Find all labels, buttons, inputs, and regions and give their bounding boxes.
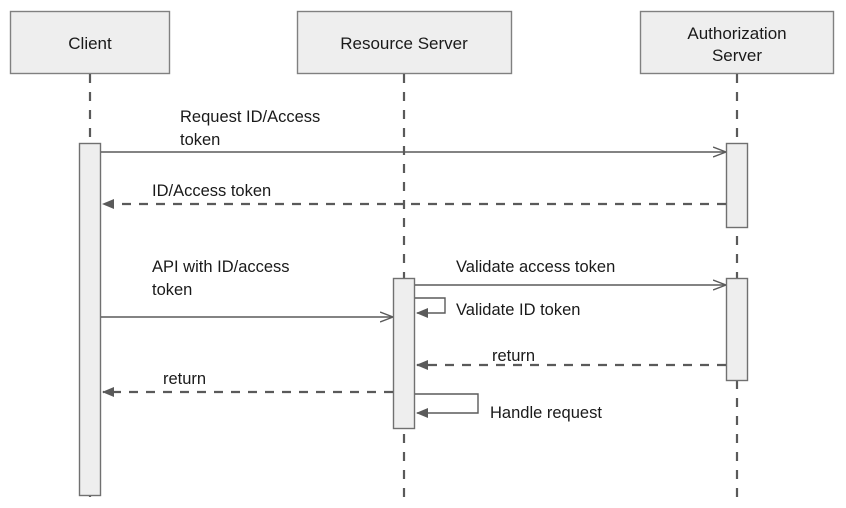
message-request-id-access-token[interactable]: Request ID/Access token xyxy=(101,108,725,152)
activation-bar-client[interactable] xyxy=(78,142,102,497)
message-label-3-line2: token xyxy=(152,281,192,299)
participant-header-authorization-server[interactable]: Authorization Server xyxy=(639,10,835,75)
participant-label-client: Client xyxy=(68,34,112,53)
message-id-access-token-return[interactable]: ID/Access token xyxy=(102,182,726,209)
message-label-6: return xyxy=(492,347,535,365)
message-label-8: return xyxy=(163,370,206,388)
message-label-2: ID/Access token xyxy=(152,182,271,200)
message-label-1-line2: token xyxy=(180,131,220,149)
message-label-7: Handle request xyxy=(490,404,602,422)
message-validate-access-token[interactable]: Validate access token xyxy=(415,258,725,285)
message-label-3-line1: API with ID/access xyxy=(152,258,290,276)
activation-bar-authorization-server-2[interactable] xyxy=(725,277,749,382)
participant-label-authorization-server-line1: Authorization xyxy=(687,24,786,43)
participant-header-resource-server[interactable]: Resource Server xyxy=(296,10,513,75)
message-label-1-line1: Request ID/Access xyxy=(180,108,320,126)
message-label-4: Validate access token xyxy=(456,258,615,276)
activation-bar-resource-server[interactable] xyxy=(392,277,416,430)
activation-bar-authorization-server-1[interactable] xyxy=(725,142,749,229)
participant-header-client[interactable]: Client xyxy=(9,10,171,75)
message-handle-request-self[interactable]: Handle request xyxy=(415,393,602,422)
message-return-auth-to-resource[interactable]: return xyxy=(416,347,726,370)
participant-label-resource-server: Resource Server xyxy=(340,34,468,53)
message-api-with-id-access-token[interactable]: API with ID/access token xyxy=(101,258,392,317)
participant-label-authorization-server-line2: Server xyxy=(712,46,762,65)
message-label-5: Validate ID token xyxy=(456,301,580,319)
message-arrow-7 xyxy=(415,393,479,418)
message-return-resource-to-client[interactable]: return xyxy=(102,370,393,397)
message-arrow-5 xyxy=(415,297,446,318)
message-validate-id-token-self[interactable]: Validate ID token xyxy=(415,297,580,319)
